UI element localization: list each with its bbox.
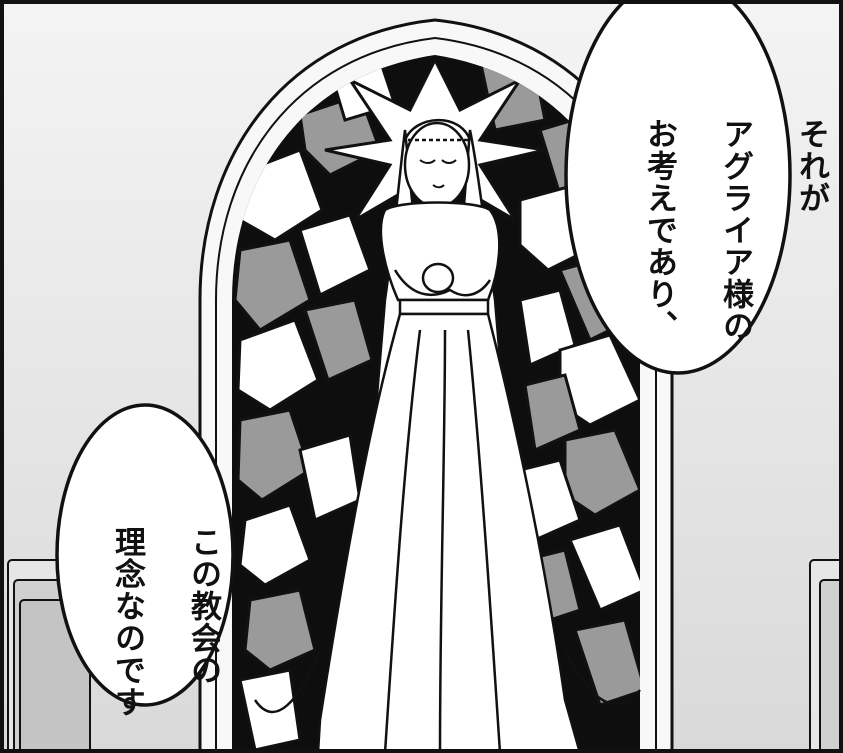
goddess-statue	[253, 118, 641, 753]
speech-bubble-lower-left	[55, 403, 235, 707]
speech-line: 理念なのです	[109, 526, 145, 718]
church-pews-right	[809, 559, 843, 753]
speech-line: お考えであり、	[641, 118, 677, 342]
speech-line: それが	[793, 118, 829, 214]
speech-bubble-upper-right	[564, 0, 792, 375]
speech-text-upper-right: それが アグライア様の お考えであり、	[640, 44, 843, 342]
speech-text-lower-left: この教会の 理念なのです	[108, 452, 260, 718]
speech-line: この教会の	[185, 526, 221, 686]
speech-line: アグライア様の	[717, 118, 753, 342]
